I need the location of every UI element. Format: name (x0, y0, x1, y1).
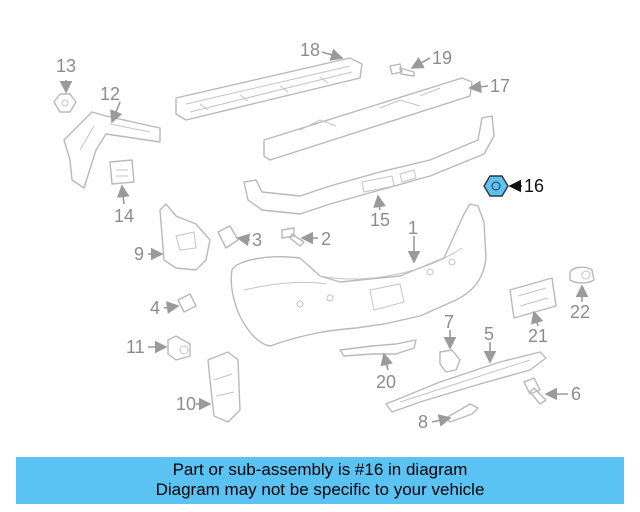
callout-14: 14 (114, 206, 134, 226)
part-16-nut-highlighted (483, 175, 509, 197)
callout-12: 12 (100, 84, 120, 104)
leader-lines (59, 48, 589, 427)
part-12-bracket (63, 111, 161, 189)
callout-22: 22 (570, 302, 590, 322)
callout-1: 1 (408, 218, 418, 238)
part-2-bolt (281, 227, 305, 247)
banner-line-disclaimer: Diagram may not be specific to your vehi… (155, 480, 485, 499)
callout-2: 2 (321, 229, 331, 249)
callout-20: 20 (376, 372, 396, 392)
part-18-impact-bar (175, 57, 363, 121)
callout-5: 5 (484, 324, 494, 344)
callout-10: 10 (176, 394, 196, 414)
part-8-trim-strip (445, 403, 479, 423)
part-3-clip (217, 225, 239, 249)
parts-diagram: 1 2 3 4 5 6 7 8 9 10 11 12 13 14 15 16 1… (53, 40, 595, 432)
callout-6: 6 (571, 384, 581, 404)
callout-9: 9 (134, 244, 144, 264)
callout-16: 16 (524, 176, 544, 196)
part-4-nut (177, 293, 197, 313)
info-banner: Part or sub-assembly is #16 in diagram D… (16, 457, 624, 504)
part-7-sensor (439, 349, 461, 373)
callout-4: 4 (150, 298, 160, 318)
banner-line-part-number: Part or sub-assembly is #16 in diagram (172, 460, 468, 479)
callout-19: 19 (432, 48, 452, 68)
part-21-license-bracket (509, 277, 557, 319)
callout-18: 18 (300, 40, 320, 60)
part-14-clip (109, 159, 135, 185)
part-5-diffuser (385, 351, 547, 413)
part-1-bumper-cover (230, 203, 487, 347)
part-10-mounting-bracket (207, 351, 241, 423)
callout-21: 21 (528, 326, 548, 346)
part-9-splash-guard (159, 203, 211, 271)
part-11-bolt (167, 335, 191, 361)
part-13-nut (53, 93, 77, 113)
part-22-sensor (569, 266, 595, 284)
callout-15: 15 (370, 210, 390, 230)
part-19-bolt (389, 63, 415, 77)
callout-13: 13 (56, 56, 76, 76)
part-6-bolt (523, 377, 547, 405)
callout-8: 8 (418, 412, 428, 432)
part-20-trim (339, 339, 417, 357)
callout-labels: 1 2 3 4 5 6 7 8 9 10 11 12 13 14 15 16 1… (56, 40, 590, 432)
part-17-absorber (263, 77, 473, 161)
callout-3: 3 (252, 230, 262, 250)
callout-7: 7 (444, 312, 454, 332)
part-15-lower-reinforcement (243, 115, 495, 215)
callout-17: 17 (490, 76, 510, 96)
callout-11: 11 (126, 337, 145, 357)
